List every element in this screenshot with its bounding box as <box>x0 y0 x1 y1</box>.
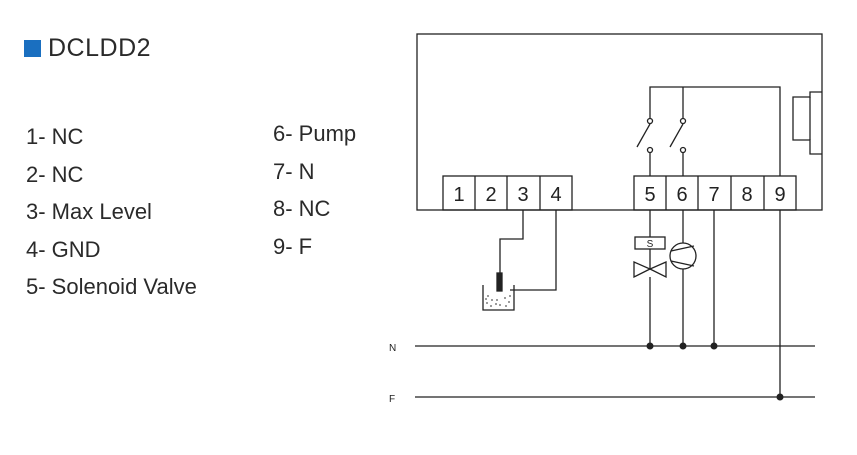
legend-item: 4- GND <box>26 236 101 262</box>
legend-item: 2- NC <box>26 161 84 187</box>
title-square-icon <box>24 40 41 57</box>
legend-item: 8- NC <box>273 196 331 221</box>
terminal-label: 1 <box>453 184 464 206</box>
legend-left: 1- NC 2- NC 3- Max Level 4- GND 5- Solen… <box>26 118 197 306</box>
title: DCLDD2 <box>24 34 151 63</box>
legend-item: 7- N <box>273 158 315 184</box>
legend-item: 6- Pump <box>273 121 357 146</box>
legend-item: 1- NC <box>26 124 84 149</box>
terminal-label: 2 <box>485 184 496 206</box>
phase-label: F <box>389 394 395 405</box>
relay-switches <box>636 86 781 176</box>
terminal-label: 9 <box>774 184 785 206</box>
legend-item: 3- Max Level <box>26 199 152 224</box>
pump-icon <box>669 210 697 346</box>
level-probe <box>482 210 557 311</box>
terminal-label: 7 <box>708 184 719 206</box>
terminal-label: 8 <box>741 184 752 206</box>
solenoid-valve-icon: S <box>633 210 667 346</box>
junction-dot <box>710 342 718 350</box>
terminal-label: 4 <box>550 184 561 206</box>
junction-dot <box>679 342 687 350</box>
connector-icon <box>792 91 822 155</box>
terminal-label: 5 <box>644 184 655 206</box>
legend-item: 5- Solenoid Valve <box>26 274 197 299</box>
neutral-label: N <box>389 343 396 354</box>
diagram-title: DCLDD2 <box>48 34 152 62</box>
controller-box <box>416 33 823 211</box>
valve-label: S <box>647 239 654 250</box>
legend-right: 6- Pump 7- N 8- NC 9- F <box>273 115 356 265</box>
junction-dot <box>776 393 784 401</box>
junction-dot <box>646 342 654 350</box>
terminal-label: 3 <box>517 184 528 206</box>
legend-item: 9- F <box>273 233 313 259</box>
terminal-label: 6 <box>676 184 687 206</box>
terminal-block-right <box>633 175 797 211</box>
